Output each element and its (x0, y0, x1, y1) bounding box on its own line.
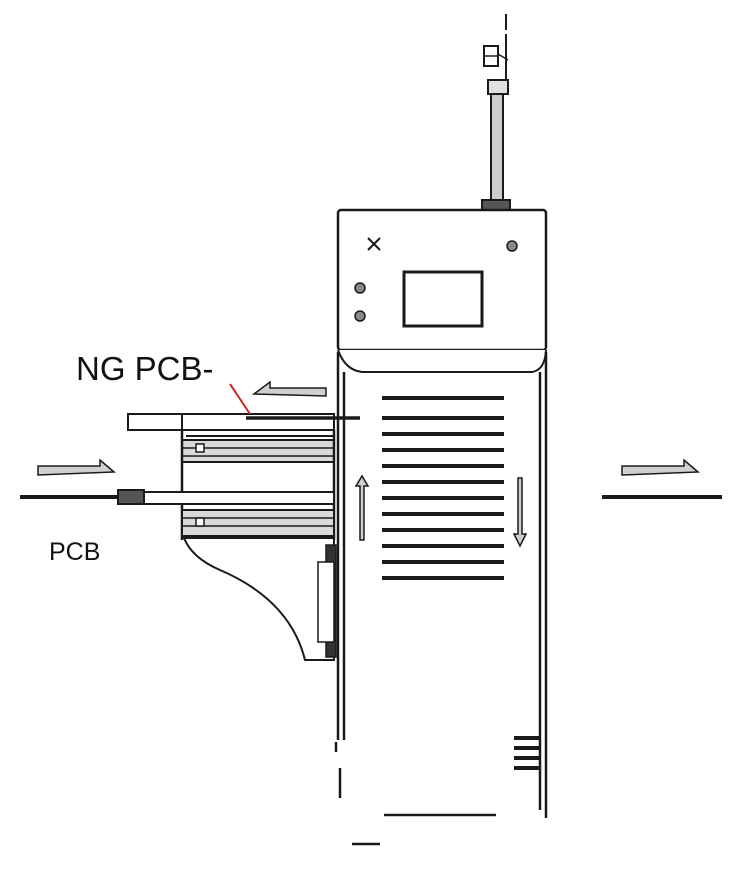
button-icon (354, 282, 366, 294)
cabinet-shoulder (337, 349, 547, 373)
direction-arrow-icon (37, 458, 116, 476)
pcb-label: PCB (49, 538, 100, 566)
ng-pcb-label: NG PCB- (76, 350, 214, 387)
screw-icon (506, 240, 518, 252)
button-icon (354, 310, 366, 322)
cross-mark-icon (367, 237, 381, 251)
ng-pcb-pointer (229, 383, 251, 415)
side-plates (514, 736, 540, 770)
direction-arrow-icon (251, 380, 327, 397)
upper-cabinet (336, 208, 548, 352)
buffer-unit (127, 413, 360, 661)
lower-body (334, 352, 548, 846)
direction-arrow-icon (512, 477, 528, 548)
direction-arrow-icon (621, 458, 700, 476)
pcb-conveyor (20, 489, 722, 505)
signal-tower-icon (481, 14, 511, 213)
direction-arrow-icon (354, 474, 370, 541)
touch-screen-icon (402, 270, 484, 328)
vent-louvers (382, 396, 504, 580)
